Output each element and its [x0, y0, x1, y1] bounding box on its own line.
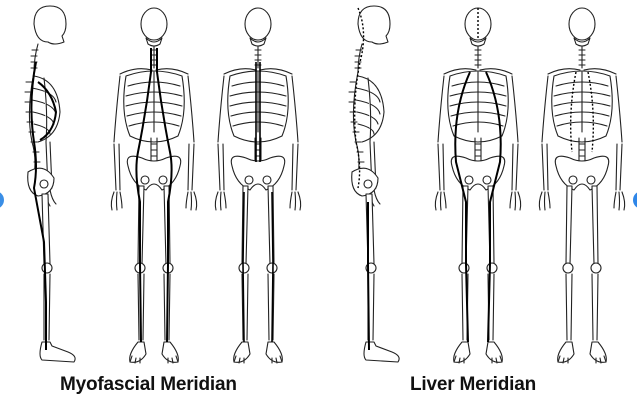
- figure-liver-lateral: [349, 6, 399, 362]
- meridian-line: [368, 202, 369, 350]
- caption-myofascial-meridian: Myofascial Meridian: [60, 374, 237, 396]
- figure-liver-anterior: [435, 8, 520, 363]
- figure-myofascial-anterior: [111, 8, 196, 363]
- caption-liver-meridian: Liver Meridian: [410, 374, 536, 396]
- figure-myofascial-lateral: [25, 6, 75, 362]
- figure-liver-posterior: [539, 8, 624, 363]
- figure-myofascial-posterior: [215, 8, 300, 363]
